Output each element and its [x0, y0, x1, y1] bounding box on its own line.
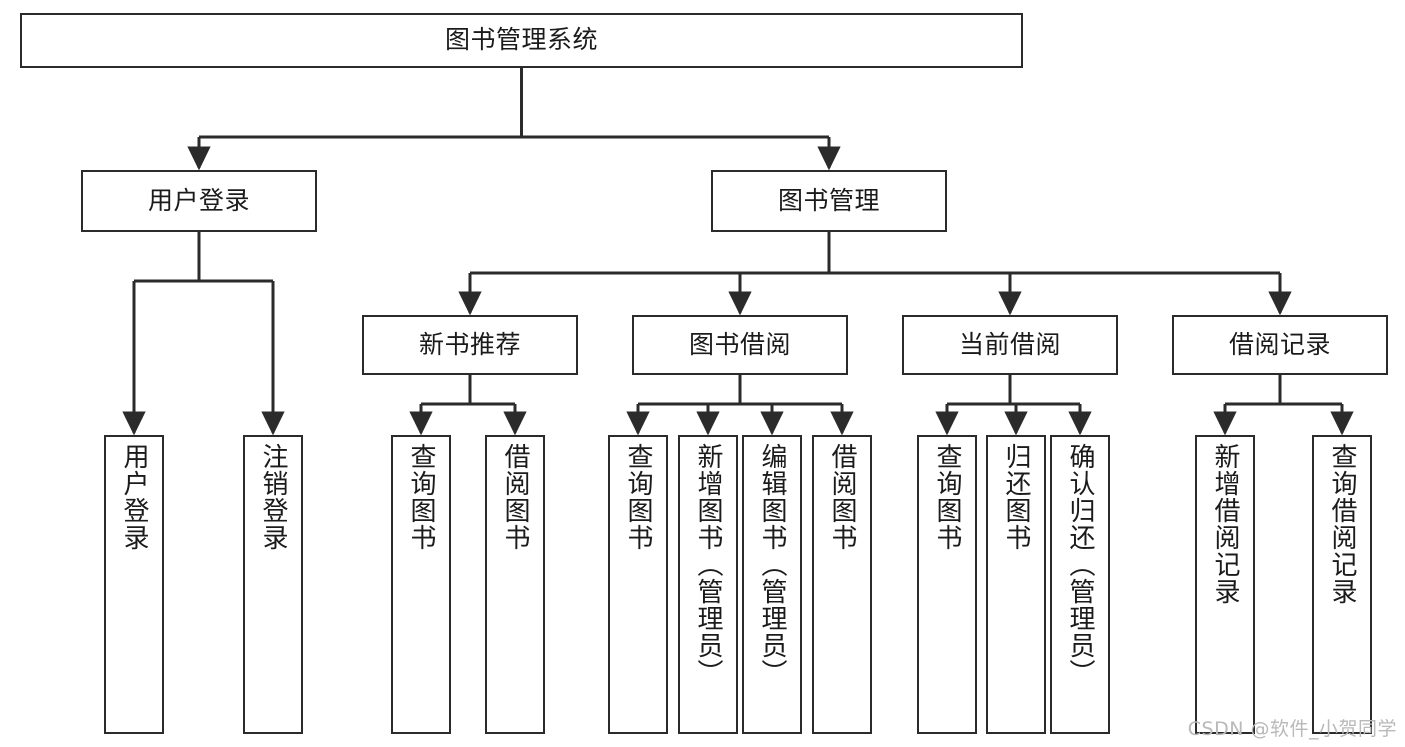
node-leaf-borrow-book-1[interactable]: 借阅图书 [485, 435, 545, 734]
node-label: 用户登录 [147, 185, 250, 215]
node-label: 新书推荐 [418, 329, 521, 359]
node-label: 编辑图书（管理员） [757, 443, 787, 686]
node-label: 新增借阅记录 [1210, 443, 1240, 605]
node-new-book-recommendation[interactable]: 新书推荐 [362, 315, 578, 375]
node-borrow-record[interactable]: 借阅记录 [1172, 315, 1388, 375]
node-book-management[interactable]: 图书管理 [711, 170, 947, 232]
node-label: 图书管理 [777, 185, 880, 215]
node-current-borrow[interactable]: 当前借阅 [902, 315, 1118, 375]
node-leaf-borrow-book-2[interactable]: 借阅图书 [812, 435, 872, 734]
node-label: 当前借阅 [958, 329, 1061, 359]
node-leaf-logout[interactable]: 注销登录 [243, 435, 303, 734]
node-user-login[interactable]: 用户登录 [81, 170, 317, 232]
node-leaf-confirm-return-admin[interactable]: 确认归还（管理员） [1050, 435, 1110, 734]
node-leaf-query-book-2[interactable]: 查询图书 [608, 435, 668, 734]
node-leaf-query-book-1[interactable]: 查询图书 [391, 435, 451, 734]
watermark: CSDN @软件_小贺同学 [1187, 718, 1397, 740]
node-leaf-user-login[interactable]: 用户登录 [104, 435, 164, 734]
node-leaf-return-book[interactable]: 归还图书 [986, 435, 1046, 734]
node-label: 图书管理系统 [444, 25, 598, 55]
node-label: 新增图书（管理员） [693, 443, 723, 686]
node-label: 归还图书 [1001, 443, 1031, 551]
node-label: 查询借阅记录 [1327, 443, 1357, 605]
node-label: 图书借阅 [688, 329, 791, 359]
node-book-borrow[interactable]: 图书借阅 [632, 315, 848, 375]
node-root-system[interactable]: 图书管理系统 [20, 13, 1023, 68]
node-leaf-add-book-admin[interactable]: 新增图书（管理员） [678, 435, 738, 734]
node-label: 借阅图书 [827, 443, 857, 551]
node-label: 确认归还（管理员） [1065, 443, 1095, 686]
node-leaf-add-borrow-record[interactable]: 新增借阅记录 [1195, 435, 1255, 734]
node-label: 查询图书 [406, 443, 436, 551]
node-label: 用户登录 [119, 443, 149, 551]
node-label: 注销登录 [258, 443, 288, 551]
node-leaf-query-book-3[interactable]: 查询图书 [917, 435, 977, 734]
node-leaf-query-borrow-record[interactable]: 查询借阅记录 [1312, 435, 1372, 734]
node-label: 查询图书 [623, 443, 653, 551]
node-label: 借阅图书 [500, 443, 530, 551]
node-leaf-edit-book-admin[interactable]: 编辑图书（管理员） [742, 435, 802, 734]
node-label: 借阅记录 [1228, 329, 1331, 359]
node-label: 查询图书 [932, 443, 962, 551]
